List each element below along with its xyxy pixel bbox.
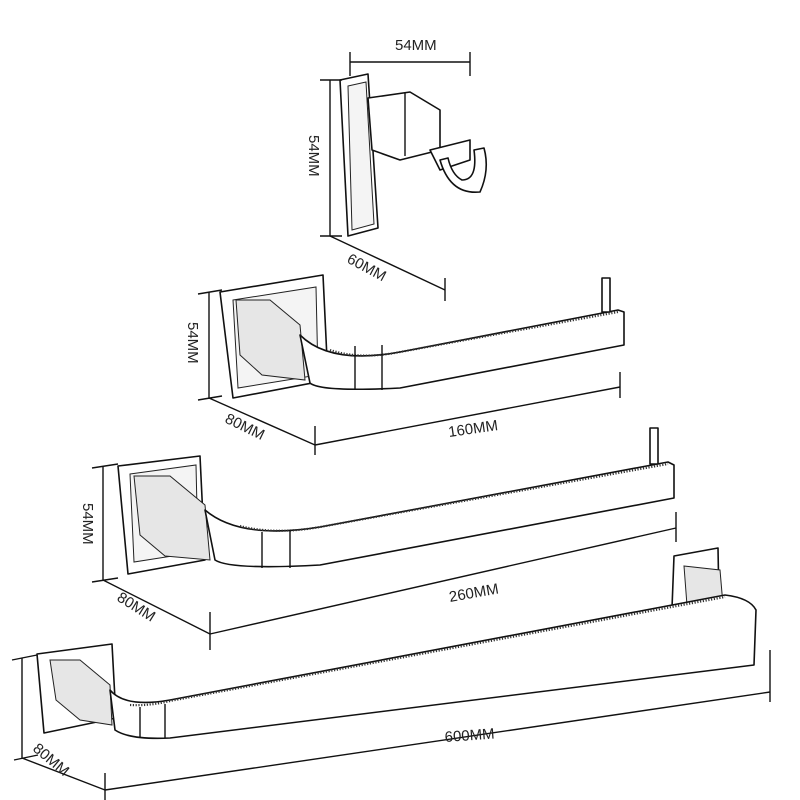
hook-depth-label: 60MM [344, 251, 389, 286]
tp-depth-line [208, 397, 316, 446]
tp-length-line [314, 386, 621, 446]
bar260-length-line [209, 527, 677, 635]
tp-length-label: 160MM [447, 417, 499, 441]
hook-depth-line [329, 235, 446, 291]
towel-bar: 80MM 600MM [11, 547, 771, 800]
hook-width-label: 54MM [395, 37, 437, 54]
tp-height-label: 54MM [184, 322, 201, 364]
towel-ring-bar: 54MM 80MM 260MM [79, 427, 677, 650]
bar260-length-label: 260MM [448, 581, 500, 606]
bar260-depth-label: 80MM [114, 589, 158, 626]
bar260-arm [204, 461, 675, 568]
tp-end-pin [601, 277, 611, 313]
bar260-height-label: 54MM [79, 503, 96, 545]
bar260-texture [239, 462, 669, 532]
hook-curve [439, 147, 488, 193]
bar600-left-mount [49, 659, 113, 726]
bar600-length-line [104, 691, 771, 791]
bar600-depth-label: 80MM [29, 740, 72, 780]
robe-hook: 54MM 54MM 60MM [305, 37, 488, 301]
bar260-end-pin [649, 427, 659, 465]
tp-mount [235, 299, 306, 381]
bar600-rod [109, 594, 757, 740]
hook-plate-face [347, 81, 375, 231]
tp-arm-texture [329, 310, 619, 357]
toilet-paper-holder: 54MM 80MM 160MM [184, 274, 625, 455]
dim-tick [11, 654, 38, 661]
bar600-length-label: 600MM [444, 726, 495, 746]
bar260-depth-line [102, 579, 211, 635]
dim-tick [13, 754, 39, 761]
bar600-texture [129, 595, 726, 707]
dim-tick [91, 463, 119, 469]
bar600-depth-line [21, 757, 106, 791]
hook-body [367, 91, 441, 161]
tp-depth-label: 80MM [222, 410, 267, 444]
tp-arm [299, 309, 625, 391]
hook-height-label: 54MM [305, 135, 322, 177]
dim-tick [197, 289, 223, 295]
bar260-mount [133, 475, 211, 561]
dim-tick [91, 577, 119, 583]
